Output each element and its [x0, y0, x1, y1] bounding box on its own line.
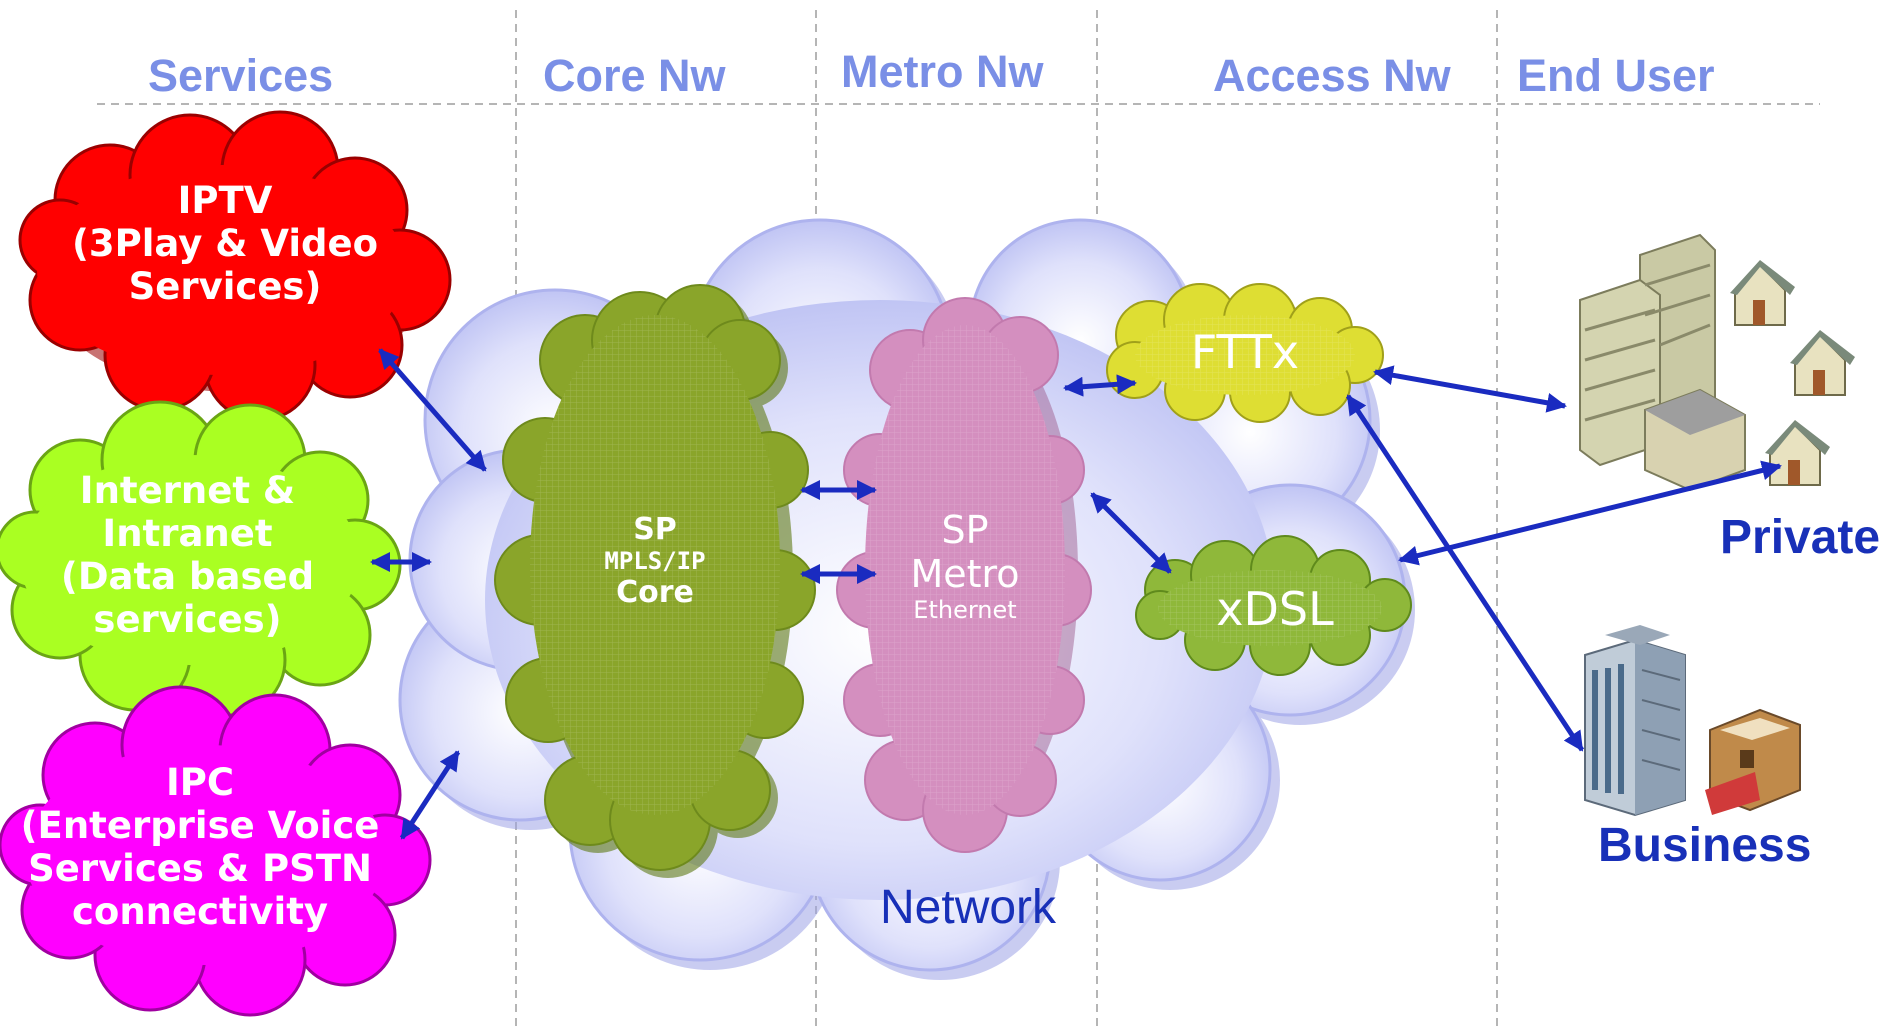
column-header-core: Core Nw [543, 50, 726, 101]
fttx-label: FTTx [1190, 325, 1300, 379]
connection-arrows [370, 348, 1782, 840]
column-header-end-user: End User [1517, 50, 1715, 101]
column-header-metro: Metro Nw [841, 46, 1044, 97]
metro-label-line1: SP [941, 508, 989, 552]
metro-label-line2: Metro [910, 552, 1020, 596]
core-cloud [494, 284, 816, 878]
service-iptv-line3: Services) [128, 264, 322, 308]
service-internet-line4: services) [93, 597, 282, 641]
service-cloud-iptv [18, 110, 452, 422]
column-header-access: Access Nw [1213, 50, 1451, 101]
network-label: Network [880, 881, 1057, 934]
xdsl-cloud [1135, 535, 1412, 676]
service-internet-label: Internet & Intranet (Data based services… [20, 469, 355, 642]
column-header-services: Services [148, 50, 334, 101]
service-internet-line2: Intranet [102, 511, 273, 555]
core-label-line1: SP [633, 512, 677, 547]
service-ipc-line4: connectivity [71, 889, 329, 933]
service-ipc-line2: (Enterprise Voice [20, 803, 380, 847]
service-internet-line3: (Data based [60, 554, 315, 598]
shop-icon [1705, 708, 1801, 815]
fttx-cloud [1106, 283, 1384, 423]
apartment-buildings-icon [1579, 233, 1746, 492]
private-label: Private [1720, 511, 1881, 564]
service-ipc-line1: IPC [165, 761, 235, 804]
service-cloud-internet [0, 400, 402, 717]
metro-label: SP Metro Ethernet [880, 508, 1050, 624]
metro-label-line3: Ethernet [913, 596, 1017, 624]
house-icon [1730, 260, 1855, 486]
service-cloud-ipc [0, 685, 432, 1017]
office-tower-icon [1584, 625, 1686, 817]
service-internet-line1: Internet & [79, 469, 296, 512]
core-label-line3: Core [616, 575, 694, 610]
service-iptv-line1: IPTV [177, 179, 273, 222]
business-label: Business [1598, 819, 1812, 872]
core-label-line2: MPLS/IP [604, 547, 706, 575]
metro-cloud [836, 297, 1092, 853]
service-ipc-label: IPC (Enterprise Voice Services & PSTN co… [5, 761, 395, 934]
xdsl-label: xDSL [1216, 582, 1334, 636]
service-ipc-line3: Services & PSTN [28, 846, 372, 890]
service-iptv-line2: (3Play & Video [71, 221, 379, 265]
core-label: SP MPLS/IP Core [560, 512, 750, 610]
service-iptv-label: IPTV (3Play & Video Services) [40, 179, 410, 309]
